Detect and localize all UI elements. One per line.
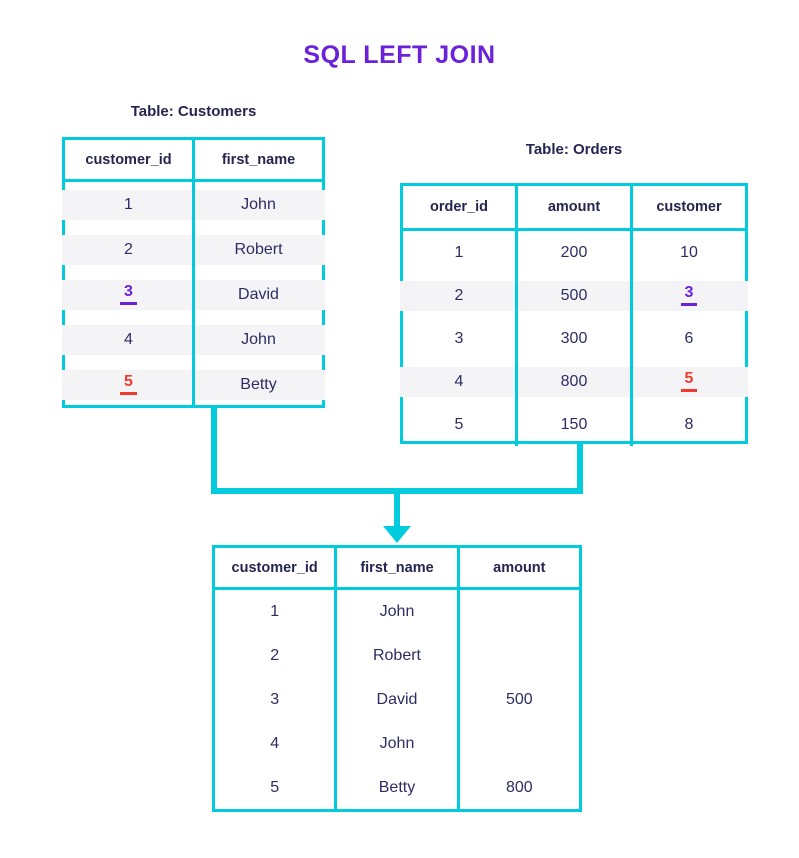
- table-cell: [456, 590, 579, 634]
- connector-line-from-customers: [211, 408, 217, 494]
- table-cell: John: [334, 590, 456, 634]
- arrow-head-icon: [383, 526, 411, 543]
- table-cell: 5: [630, 360, 745, 403]
- table-cell: 150: [515, 403, 630, 446]
- column-header: customer: [630, 186, 745, 228]
- table-cell: Betty: [192, 362, 322, 407]
- connector-line-from-orders: [577, 444, 583, 494]
- column-header: customer_id: [231, 559, 318, 576]
- table-row: 5 Betty: [65, 362, 322, 407]
- table-cell: 500: [515, 274, 630, 317]
- highlighted-key-value: 5: [120, 373, 137, 395]
- table-row: 2 500 3: [403, 274, 745, 317]
- table-cell: David: [334, 678, 456, 722]
- table-cell: 2: [124, 240, 133, 258]
- column-header: first_name: [334, 548, 456, 587]
- table-cell: David: [192, 272, 322, 317]
- column-header: amount: [456, 548, 579, 587]
- table-cell: 1: [270, 603, 280, 620]
- column-header: customer_id: [85, 151, 172, 168]
- table-cell: Betty: [334, 766, 456, 810]
- table-cell: 4: [454, 372, 464, 390]
- table-row: 4 John: [65, 317, 322, 362]
- table-cell: 1: [454, 243, 464, 261]
- table-cell: 3: [630, 274, 745, 317]
- table-cell: 500: [456, 678, 579, 722]
- table-cell: 1: [124, 195, 133, 213]
- table-cell: 3: [65, 272, 192, 317]
- table-cell: 4: [270, 735, 280, 752]
- table-cell: Robert: [334, 634, 456, 678]
- table-cell: 4: [124, 330, 133, 348]
- customers-table-caption: Table: Customers: [130, 103, 257, 120]
- table-cell: 6: [630, 317, 745, 360]
- table-cell: John: [192, 317, 322, 362]
- table-cell: 5: [270, 779, 280, 796]
- table-cell: 3: [454, 329, 464, 347]
- table-cell: John: [334, 722, 456, 766]
- table-cell: [456, 722, 579, 766]
- table-row: 4 800 5: [403, 360, 745, 403]
- table-cell: John: [192, 182, 322, 227]
- table-cell: [456, 634, 579, 678]
- table-cell: 200: [515, 231, 630, 274]
- table-cell: Robert: [192, 227, 322, 272]
- arrow-shaft: [394, 488, 400, 530]
- table-row: 4 John: [215, 722, 579, 766]
- table-row: 3 David: [65, 272, 322, 317]
- column-header: first_name: [192, 140, 322, 179]
- table-cell: 10: [630, 231, 745, 274]
- table-cell: 3: [270, 691, 280, 708]
- table-cell: 2: [454, 286, 464, 304]
- orders-table-caption: Table: Orders: [525, 141, 623, 158]
- table-cell: 800: [515, 360, 630, 403]
- highlighted-key-value: 5: [680, 370, 698, 392]
- table-cell: 800: [456, 766, 579, 810]
- page-title: SQL LEFT JOIN: [303, 41, 496, 69]
- table-header-row: customer_id first_name: [65, 140, 322, 182]
- table-cell: 300: [515, 317, 630, 360]
- table-cell: 5: [65, 362, 192, 407]
- highlighted-key-value: 3: [120, 283, 137, 305]
- table-row: 1 John: [215, 590, 579, 634]
- table-row: 1 John: [65, 182, 322, 227]
- column-header: order_id: [429, 199, 488, 215]
- table-row: 2 Robert: [65, 227, 322, 272]
- table-cell: 8: [630, 403, 745, 446]
- table-cell: 5: [454, 415, 464, 433]
- table-row: 2 Robert: [215, 634, 579, 678]
- highlighted-key-value: 3: [680, 284, 698, 306]
- table-cell: 2: [270, 647, 280, 664]
- column-header: amount: [515, 186, 630, 228]
